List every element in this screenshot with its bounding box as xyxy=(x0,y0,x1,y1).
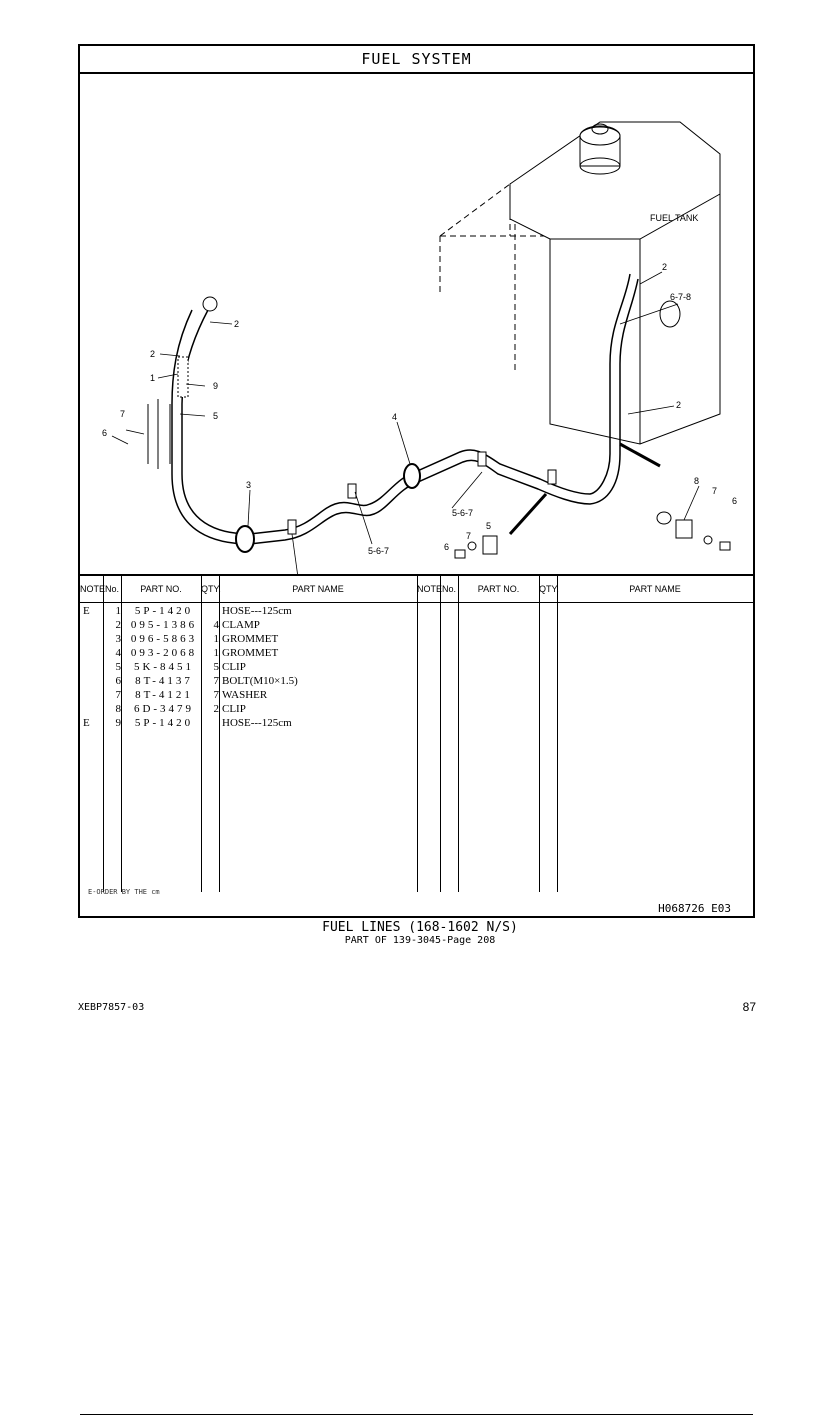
cell-part-no: 5P-1420 xyxy=(134,605,194,617)
callout: 7 xyxy=(120,409,125,419)
header-part-no: PART NO. xyxy=(477,584,520,594)
page-number: 87 xyxy=(742,1000,756,1014)
header-no: No. xyxy=(441,584,456,594)
cell-part-name: CLIP xyxy=(222,661,246,673)
cell-part-no: 096-5863 xyxy=(130,633,198,645)
cell-part-name: CLIP xyxy=(222,703,246,715)
callout: 7 xyxy=(466,531,471,541)
callout: 6 xyxy=(102,428,107,438)
cell-part-no: 093-2068 xyxy=(130,647,198,659)
header-part-no: PART NO. xyxy=(140,584,182,594)
header-qty: QTY. xyxy=(539,584,559,594)
cell-part-no: 6D-3479 xyxy=(133,703,195,715)
cell-note: E xyxy=(83,605,90,617)
callout: 6 xyxy=(732,496,737,506)
cell-part-no: 095-1386 xyxy=(130,619,198,631)
document-id: XEBP7857-03 xyxy=(78,1002,145,1013)
page-title: FUEL SYSTEM xyxy=(80,46,753,74)
header-part-name: PART NAME xyxy=(292,584,344,594)
table-header: NOTE No. PART NO. QTY. PART NAME NOTE No… xyxy=(80,576,753,603)
cell-part-name: GROMMET xyxy=(222,647,279,659)
cell-no: 4 xyxy=(115,647,122,659)
callout: 6 xyxy=(444,542,449,552)
callout: 7 xyxy=(712,486,717,496)
left-bracket xyxy=(147,399,171,469)
cell-part-no: 5K-8451 xyxy=(133,661,195,673)
fuel-lines-diagram: FUEL TANK 2 6-7-8 2 2 2 1 9 5 7 6 4 5-6-… xyxy=(102,121,737,574)
cell-no: 1 xyxy=(115,605,122,617)
table-row: E 9 5P-1420 HOSE---125cm xyxy=(80,716,417,730)
callout: 5-6-7 xyxy=(452,508,473,518)
cell-no: 2 xyxy=(115,619,122,631)
cell-no: 9 xyxy=(115,717,122,729)
cell-qty: 1 xyxy=(213,633,220,645)
callout: 3 xyxy=(246,480,251,490)
cell-part-no: 8T-4121 xyxy=(135,689,193,701)
header-qty: QTY. xyxy=(201,584,221,594)
fuel-tank-label: FUEL TANK xyxy=(650,213,698,223)
cell-qty: 2 xyxy=(213,703,220,715)
callout: 6-7-8 xyxy=(670,292,691,302)
cell-qty: 5 xyxy=(213,661,220,673)
clip-detail-parts xyxy=(454,511,731,559)
cell-part-name: GROMMET xyxy=(222,633,279,645)
cell-qty: 1 xyxy=(213,647,220,659)
cell-qty: 7 xyxy=(213,675,220,687)
cell-no: 6 xyxy=(115,675,122,687)
cell-part-name: WASHER xyxy=(222,689,268,701)
header-note: NOTE xyxy=(80,584,106,594)
cell-no: 5 xyxy=(115,661,122,673)
header-no: No. xyxy=(104,584,119,594)
cell-part-name: CLAMP xyxy=(222,619,260,631)
callout: 4 xyxy=(392,412,397,422)
cell-part-name: HOSE---125cm xyxy=(222,605,292,617)
callout: 5 xyxy=(213,411,218,421)
callout: 2 xyxy=(662,262,667,272)
cell-qty: 7 xyxy=(213,689,220,701)
cell-part-no: 8T-4137 xyxy=(135,675,193,687)
cell-part-name: HOSE---125cm xyxy=(222,717,292,729)
parts-page-frame: FUEL SYSTEM xyxy=(78,44,755,1415)
fuel-tank-body xyxy=(509,121,721,445)
callout: 2 xyxy=(676,400,681,410)
header-part-name: PART NAME xyxy=(629,584,681,594)
cell-no: 3 xyxy=(115,633,122,645)
callout: 2 xyxy=(150,349,155,359)
callout: 5 xyxy=(486,521,491,531)
cell-qty: 4 xyxy=(213,619,220,631)
fuel-hose-route xyxy=(171,273,639,545)
callout: 9 xyxy=(213,381,218,391)
illustration-code: H068726 E03 xyxy=(658,902,731,915)
header-note: NOTE xyxy=(417,584,443,594)
figure-caption: FUEL LINES (168-1602 N/S) xyxy=(322,920,518,935)
callout: 2 xyxy=(234,319,239,329)
cell-part-no: 5P-1420 xyxy=(134,717,194,729)
cell-no: 8 xyxy=(115,703,122,715)
cell-no: 7 xyxy=(115,689,122,701)
cell-part-name: BOLT(M10×1.5) xyxy=(222,675,298,687)
table-row: E 1 5P-1420 HOSE---125cm xyxy=(80,604,417,618)
callout: 8 xyxy=(694,476,699,486)
callout: 1 xyxy=(150,373,155,383)
callout: 5-6-7 xyxy=(368,546,389,556)
parts-list-table: NOTE No. PART NO. QTY. PART NAME NOTE No… xyxy=(80,574,753,1415)
cell-note: E xyxy=(83,717,90,729)
order-footnote: E-ORDER BY THE cm xyxy=(88,888,160,896)
figure-subcaption: PART OF 139-3045-Page 208 xyxy=(344,935,496,946)
